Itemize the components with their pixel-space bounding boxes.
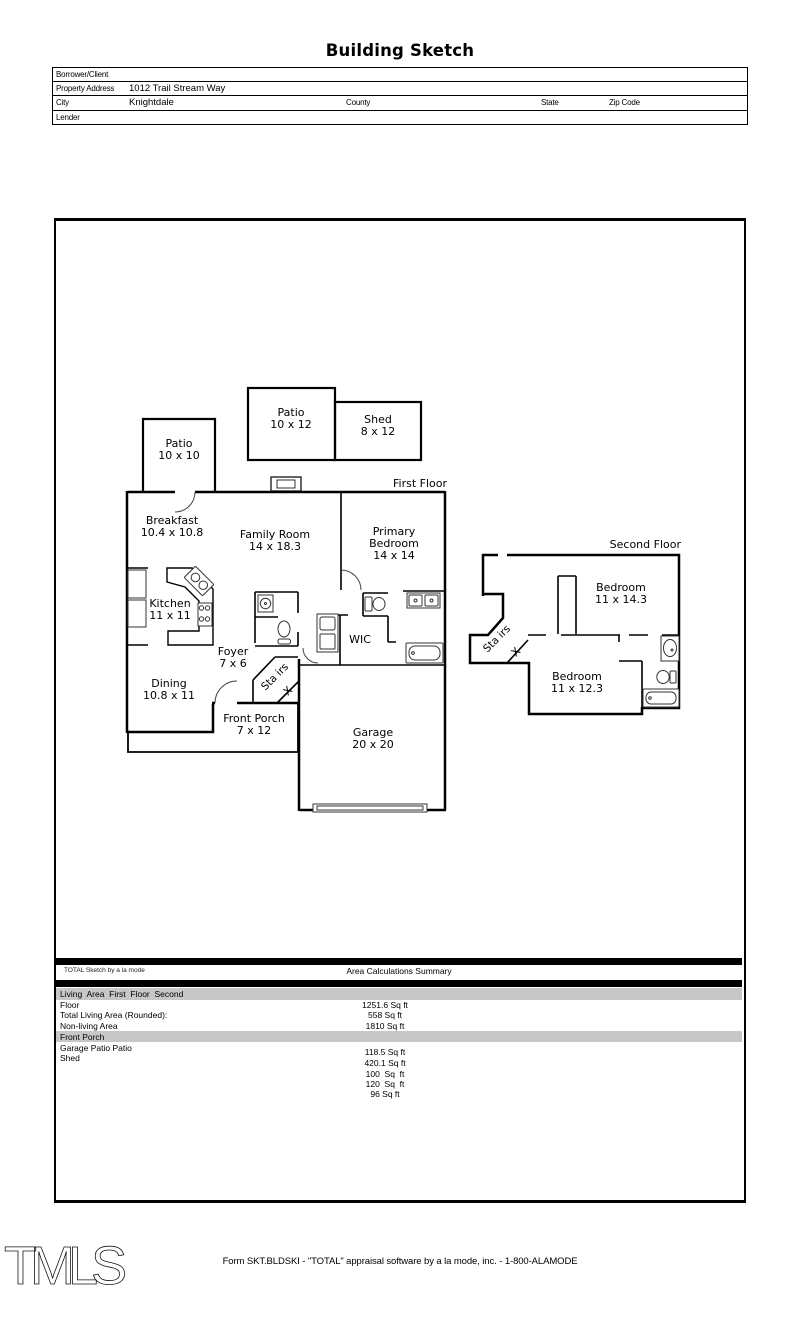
- room-name: Garage: [352, 726, 394, 739]
- summary-row-value: 558 Sq ft: [367, 1010, 403, 1020]
- summary-row-label: Floor: [60, 1000, 80, 1010]
- room-name: Bedroom: [596, 581, 646, 594]
- summary-group2-value: 100 Sq ft: [365, 1069, 405, 1079]
- room-label-bedroom-2: Bedroom 11 x 12.3: [551, 671, 603, 695]
- room-dim: 11 x 12.3: [551, 682, 603, 695]
- summary-group2-value: 420.1 Sq ft: [364, 1058, 406, 1068]
- county-label: County: [346, 98, 371, 108]
- room-name: Dining: [151, 677, 187, 690]
- room-label-patio-10x10: Patio 10 x 10: [158, 438, 200, 462]
- city-label: City: [56, 98, 69, 108]
- area-summary-title: Area Calculations Summary: [346, 966, 452, 976]
- room-name: Front Porch: [223, 712, 285, 725]
- summary-group2-label: Shed: [60, 1053, 80, 1063]
- room-label-shed: Shed 8 x 12: [361, 414, 396, 438]
- summary-row-value: 1251.6 Sq ft: [362, 1000, 408, 1010]
- page-title: Building Sketch: [325, 41, 475, 60]
- summary-group2-header-row: [56, 1031, 742, 1042]
- tmls-logo: TMLS: [4, 1236, 132, 1296]
- summary-row-value: 1810 Sq ft: [365, 1021, 405, 1031]
- property-address-label: Property Address: [56, 84, 115, 94]
- sketch-box: [54, 218, 746, 1203]
- room-dim: 7 x 12: [236, 724, 272, 737]
- tmls-logo-text: TMLS: [4, 1236, 125, 1296]
- room-name: Family Room: [239, 528, 311, 541]
- summary-row-label: Total Living Area (Rounded):: [60, 1010, 168, 1020]
- lender-row: Lender: [53, 111, 747, 124]
- room-name: Patio: [165, 437, 193, 450]
- room-label-patio-10x12: Patio 10 x 12: [270, 407, 312, 431]
- summary-group2-header: Front Porch: [60, 1032, 105, 1042]
- room-label-garage: Garage 20 x 20: [352, 727, 394, 751]
- footer-form-line: Form SKT.BLDSKI - "TOTAL" appraisal soft…: [222, 1256, 578, 1267]
- room-dim: 7 x 6: [219, 657, 247, 670]
- room-dim: 8 x 12: [360, 425, 396, 438]
- second-floor-label: Second Floor: [609, 538, 681, 551]
- room-label-wic: WIC: [349, 634, 371, 646]
- lender-label: Lender: [56, 112, 80, 122]
- room-name: Kitchen: [149, 597, 191, 610]
- room-name: Primary Bedroom: [369, 525, 419, 550]
- room-name: Bedroom: [552, 670, 602, 683]
- room-label-breakfast: Breakfast 10.4 x 10.8: [141, 515, 204, 539]
- zip-label: Zip Code: [609, 98, 640, 108]
- state-label: State: [541, 98, 559, 108]
- city-row: City Knightdale County State Zip Code: [53, 96, 747, 111]
- summary-group1-header-row: [56, 988, 742, 1000]
- summary-group2-value: 96 Sq ft: [370, 1089, 400, 1099]
- room-dim: 10 x 10: [158, 449, 200, 462]
- room-label-kitchen: Kitchen 11 x 11: [149, 598, 191, 622]
- summary-group2-value: 118.5 Sq ft: [364, 1047, 406, 1057]
- summary-divider-bar-top: [56, 958, 742, 965]
- room-name: WIC: [349, 633, 371, 646]
- borrower-row: Borrower/Client: [53, 68, 747, 83]
- summary-divider-bar-bottom: [56, 980, 742, 987]
- room-dim: 20 x 20: [352, 738, 394, 751]
- room-name: Foyer: [217, 645, 249, 658]
- summary-group2-label: Garage Patio Patio: [60, 1043, 132, 1053]
- room-label-family-room: Family Room 14 x 18.3: [240, 529, 310, 553]
- sketch-brand-text: TOTAL Sketch by a la mode: [64, 967, 145, 974]
- room-dim: 14 x 14: [373, 549, 415, 562]
- room-dim: 11 x 14.3: [595, 593, 647, 606]
- room-name: Patio: [277, 406, 305, 419]
- room-dim: 11 x 11: [149, 609, 191, 622]
- summary-group2-value: 120 Sq ft: [365, 1079, 405, 1089]
- property-address-row: Property Address 1012 Trail Stream Way: [53, 82, 747, 97]
- room-label-bedroom-1: Bedroom 11 x 14.3: [595, 582, 647, 606]
- room-dim: 10 x 12: [270, 418, 312, 431]
- room-name: Breakfast: [145, 514, 199, 527]
- summary-row-label: Non-living Area: [60, 1021, 118, 1031]
- city-value: Knightdale: [129, 97, 174, 109]
- room-dim: 10.4 x 10.8: [140, 526, 204, 539]
- first-floor-label: First Floor: [392, 477, 447, 490]
- room-label-dining: Dining 10.8 x 11: [143, 678, 195, 702]
- room-dim: 10.8 x 11: [143, 689, 195, 702]
- room-name: Shed: [364, 413, 392, 426]
- property-header-table: Borrower/Client Property Address 1012 Tr…: [52, 67, 748, 125]
- summary-group1-header: Living Area First Floor Second: [60, 989, 184, 999]
- room-label-foyer: Foyer 7 x 6: [218, 646, 248, 670]
- room-label-front-porch: Front Porch 7 x 12: [223, 713, 285, 737]
- room-label-primary-bedroom: Primary Bedroom 14 x 14: [359, 526, 429, 562]
- borrower-label: Borrower/Client: [56, 70, 109, 79]
- property-address-value: 1012 Trail Stream Way: [129, 83, 226, 95]
- room-dim: 14 x 18.3: [249, 540, 301, 553]
